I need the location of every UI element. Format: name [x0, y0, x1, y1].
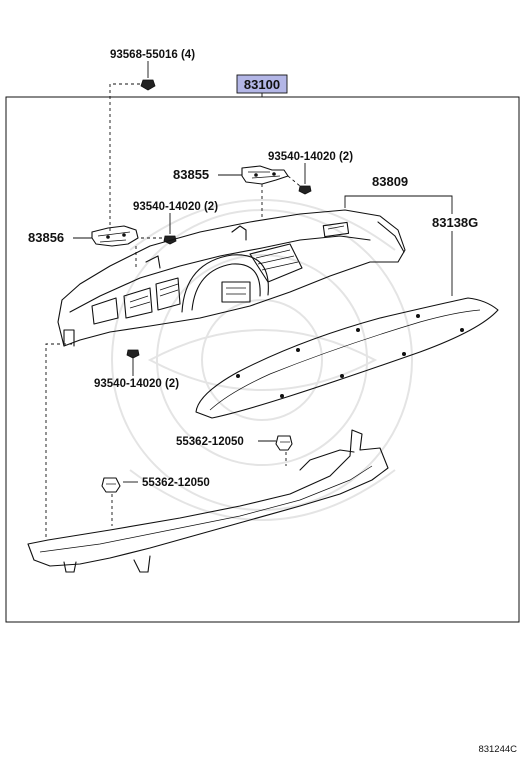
meter-glass: [195, 297, 499, 419]
combination-meter: [57, 209, 406, 347]
bracket-left-icon: [91, 225, 139, 247]
bolt-bracket-right-icon: [298, 185, 312, 195]
bracket-right-icon: [241, 165, 289, 185]
callout-glass[interactable]: 83138G: [432, 215, 478, 230]
bolt-bottom-icon: [126, 349, 140, 359]
lower-trim-panel: [27, 429, 389, 573]
callout-bolt-bottom[interactable]: 93540-14020 (2): [94, 378, 179, 390]
callout-bracket-right[interactable]: 83855: [173, 167, 209, 182]
callout-bolt-top[interactable]: 93568-55016 (4): [110, 49, 195, 61]
callout-meter-assembly[interactable]: 83809: [372, 174, 408, 189]
callout-bolt-bracket-left[interactable]: 93540-14020 (2): [133, 201, 218, 213]
callout-clip-right[interactable]: 55362-12050: [176, 436, 244, 448]
assembly-label-text: 83100: [244, 77, 280, 92]
assembly-label[interactable]: 83100: [236, 74, 288, 94]
clip-left-icon: [101, 477, 121, 493]
callout-bracket-left[interactable]: 83856: [28, 230, 64, 245]
figure-code: 831244C: [478, 744, 517, 755]
diagram-frame: [5, 96, 520, 623]
callout-bolt-bracket-right[interactable]: 93540-14020 (2): [268, 151, 353, 163]
bolt-top-icon: [140, 79, 156, 91]
clip-right-icon: [275, 435, 293, 451]
callout-clip-left[interactable]: 55362-12050: [142, 477, 210, 489]
